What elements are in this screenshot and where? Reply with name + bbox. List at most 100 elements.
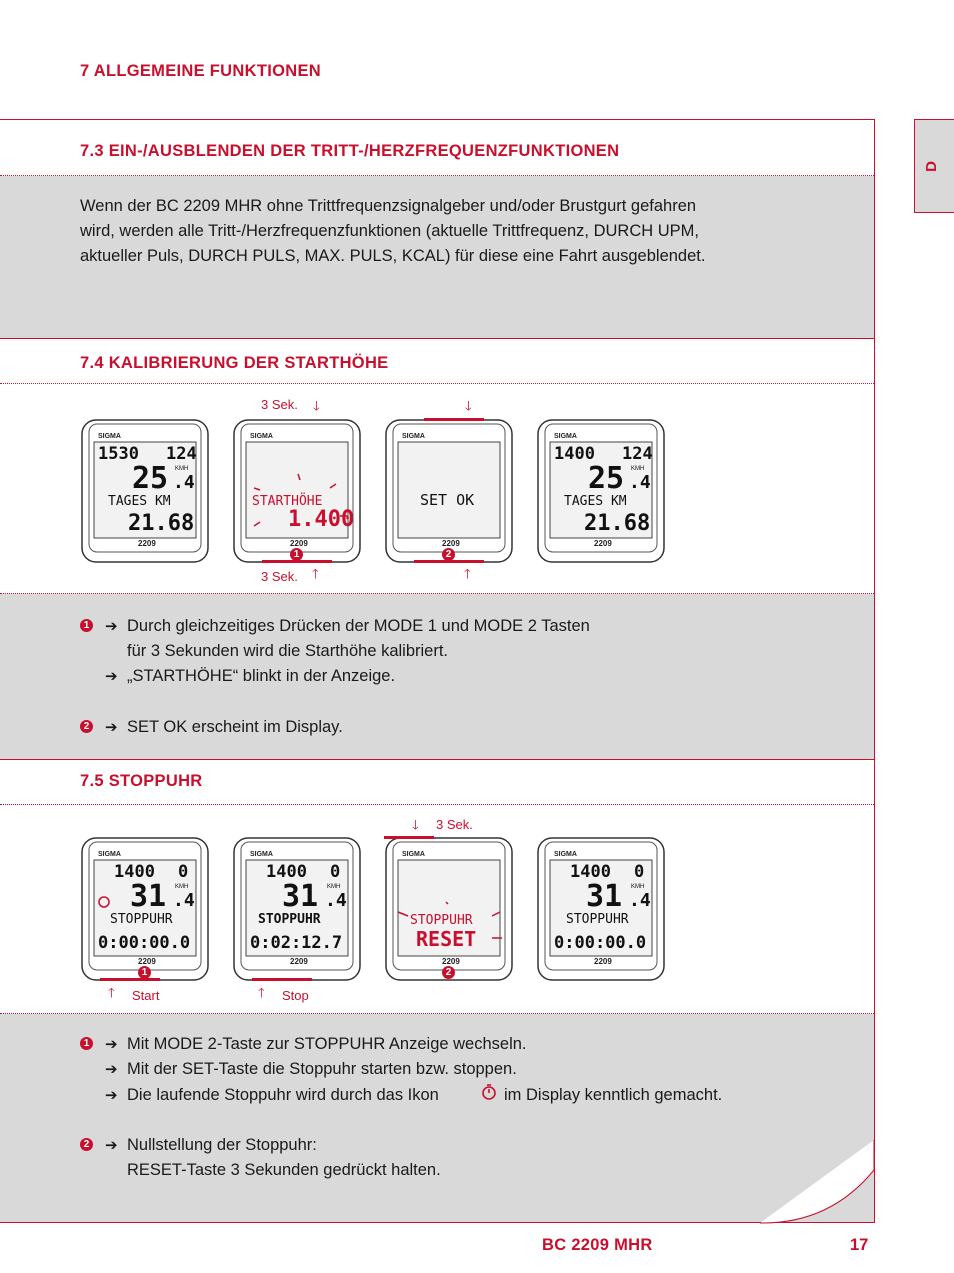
step-marker-1: 1 <box>80 1037 93 1050</box>
display-value: 1.400 <box>288 507 354 532</box>
step-marker-2: 2 <box>80 1138 93 1151</box>
bike-computer-display: SIGMA STOPPUHR RESET 2209 <box>384 836 513 981</box>
model-number: 2209 <box>442 539 460 548</box>
section-7-3-title: 7.3 EIN-/AUSBLENDEN DER TRITT-/HERZFREQU… <box>80 142 620 160</box>
bike-computer-display: SIGMA STARTHÖHE 1.400 2209 <box>233 419 361 563</box>
step-text: Nullstellung der Stoppuhr: <box>127 1136 317 1154</box>
arrow-down-icon: 🡓 <box>412 817 419 832</box>
display-label: TAGES KM <box>564 494 627 509</box>
hold-caption-top: 3 Sek. <box>261 397 298 412</box>
brand-logo: SIGMA <box>98 851 121 858</box>
divider <box>0 1013 874 1014</box>
bike-computer-display: SIGMA 1400 0 31 .4 KMH STOPPUHR 0:00:00.… <box>81 837 209 981</box>
step-text: Durch gleichzeitiges Drücken der MODE 1 … <box>127 617 590 635</box>
start-caption: Start <box>132 988 160 1003</box>
brand-logo: SIGMA <box>554 851 577 858</box>
step-marker-1: 1 <box>80 619 93 632</box>
display-pulse: 0 <box>330 862 340 882</box>
display-label: SET OK <box>420 491 474 509</box>
content-frame <box>0 119 875 1223</box>
display-speed-decimal: .4 <box>629 890 651 911</box>
display-value: 0:02:12.7 <box>250 933 342 953</box>
display-speed-decimal: .4 <box>173 472 195 493</box>
model-number: 2209 <box>138 539 156 548</box>
arrow-down-icon: 🡓 <box>313 398 320 413</box>
brand-logo: SIGMA <box>250 433 273 440</box>
display-value: 21.68 <box>128 511 194 536</box>
display-speed: 25 <box>132 461 168 496</box>
section-7-5-panel <box>0 1014 874 1222</box>
display-speed-decimal: .4 <box>325 890 347 911</box>
arrow-right-icon: ➔ <box>105 1087 118 1104</box>
section-7-3-text-line: aktueller Puls, DURCH PULS, MAX. PULS, K… <box>80 247 706 265</box>
arrow-down-icon: 🡓 <box>465 398 472 413</box>
display-value: 0:00:00.0 <box>98 933 190 953</box>
display-altitude: 1400 <box>266 862 307 882</box>
display-altitude: 1530 <box>98 444 139 464</box>
step-text: RESET-Taste 3 Sekunden gedrückt halten. <box>127 1161 441 1179</box>
step-text: Mit MODE 2-Taste zur STOPPUHR Anzeige we… <box>127 1035 527 1053</box>
chapter-title: 7 ALLGEMEINE FUNKTIONEN <box>80 62 321 80</box>
display-label: STOPPUHR <box>110 912 173 927</box>
arrow-right-icon: ➔ <box>105 1061 118 1078</box>
brand-logo: SIGMA <box>98 433 121 440</box>
display-unit: KMH <box>175 884 188 890</box>
divider <box>0 804 874 805</box>
arrow-up-icon: 🡑 <box>464 566 471 581</box>
bike-computer-display: SIGMA 1530 124 25 .4 KMH TAGES KM 21.68 … <box>81 419 209 563</box>
divider <box>0 593 874 594</box>
display-speed-decimal: .4 <box>173 890 195 911</box>
display-label: TAGES KM <box>108 494 171 509</box>
section-7-3-panel <box>0 176 874 338</box>
arrow-right-icon: ➔ <box>105 668 118 685</box>
model-number: 2209 <box>442 957 460 966</box>
section-7-5-title: 7.5 STOPPUHR <box>80 772 203 790</box>
brand-logo: SIGMA <box>250 851 273 858</box>
display-speed-decimal: .4 <box>629 472 651 493</box>
page-number: 17 <box>850 1236 869 1254</box>
arrow-right-icon: ➔ <box>105 618 118 635</box>
stop-caption: Stop <box>282 988 309 1003</box>
display-speed: 31 <box>282 879 318 914</box>
bike-computer-display: SIGMA 1400 0 31 .4 KMH STOPPUHR 0:00:00.… <box>537 837 665 981</box>
display-label: STOPPUHR <box>566 912 629 927</box>
language-tab-label: D <box>922 161 940 172</box>
display-pulse: 0 <box>178 862 188 882</box>
bike-computer-display: SIGMA 1400 0 31 .4 KMH STOPPUHR 0:02:12.… <box>233 837 361 981</box>
step-text: SET OK erscheint im Display. <box>127 718 343 736</box>
section-7-4-panel <box>0 594 874 759</box>
step-marker-1: 1 <box>290 548 303 561</box>
footer-product-name: BC 2209 MHR <box>542 1236 653 1254</box>
display-label: STOPPUHR <box>258 912 321 927</box>
page-corner-curve <box>760 1140 875 1224</box>
display-speed: 31 <box>130 879 166 914</box>
bike-computer-display: SIGMA 1400 124 25 .4 KMH TAGES KM 21.68 … <box>537 419 665 563</box>
language-tab: D <box>914 119 954 213</box>
display-unit: KMH <box>327 884 340 890</box>
step-text: Die laufende Stoppuhr wird durch das Iko… <box>127 1086 439 1104</box>
arrow-up-icon: 🡑 <box>108 985 115 1000</box>
arrow-up-icon: 🡑 <box>312 566 319 581</box>
step-marker-2: 2 <box>442 548 455 561</box>
display-value: RESET <box>416 927 476 951</box>
step-marker-2: 2 <box>80 720 93 733</box>
divider <box>0 383 874 384</box>
model-number: 2209 <box>138 957 156 966</box>
brand-logo: SIGMA <box>554 433 577 440</box>
section-7-3-text-line: wird, werden alle Tritt-/Herzfrequenzfun… <box>80 222 699 240</box>
step-text: „STARTHÖHE“ blinkt in der Anzeige. <box>127 667 396 685</box>
display-value: 21.68 <box>584 511 650 536</box>
display-unit: KMH <box>631 466 644 472</box>
bike-computer-display: SIGMA SET OK 2209 <box>385 418 513 563</box>
display-label: STOPPUHR <box>410 913 473 928</box>
hold-caption-top: 3 Sek. <box>436 817 473 832</box>
display-altitude: 1400 <box>570 862 611 882</box>
display-altitude: 1400 <box>554 444 595 464</box>
display-pulse: 124 <box>166 444 197 464</box>
step-marker-1: 1 <box>138 966 151 979</box>
divider <box>0 338 875 339</box>
display-unit: KMH <box>631 884 644 890</box>
step-text: für 3 Sekunden wird die Starthöhe kalibr… <box>127 642 449 660</box>
step-text: im Display kenntlich gemacht. <box>504 1086 723 1104</box>
arrow-right-icon: ➔ <box>105 1036 118 1053</box>
